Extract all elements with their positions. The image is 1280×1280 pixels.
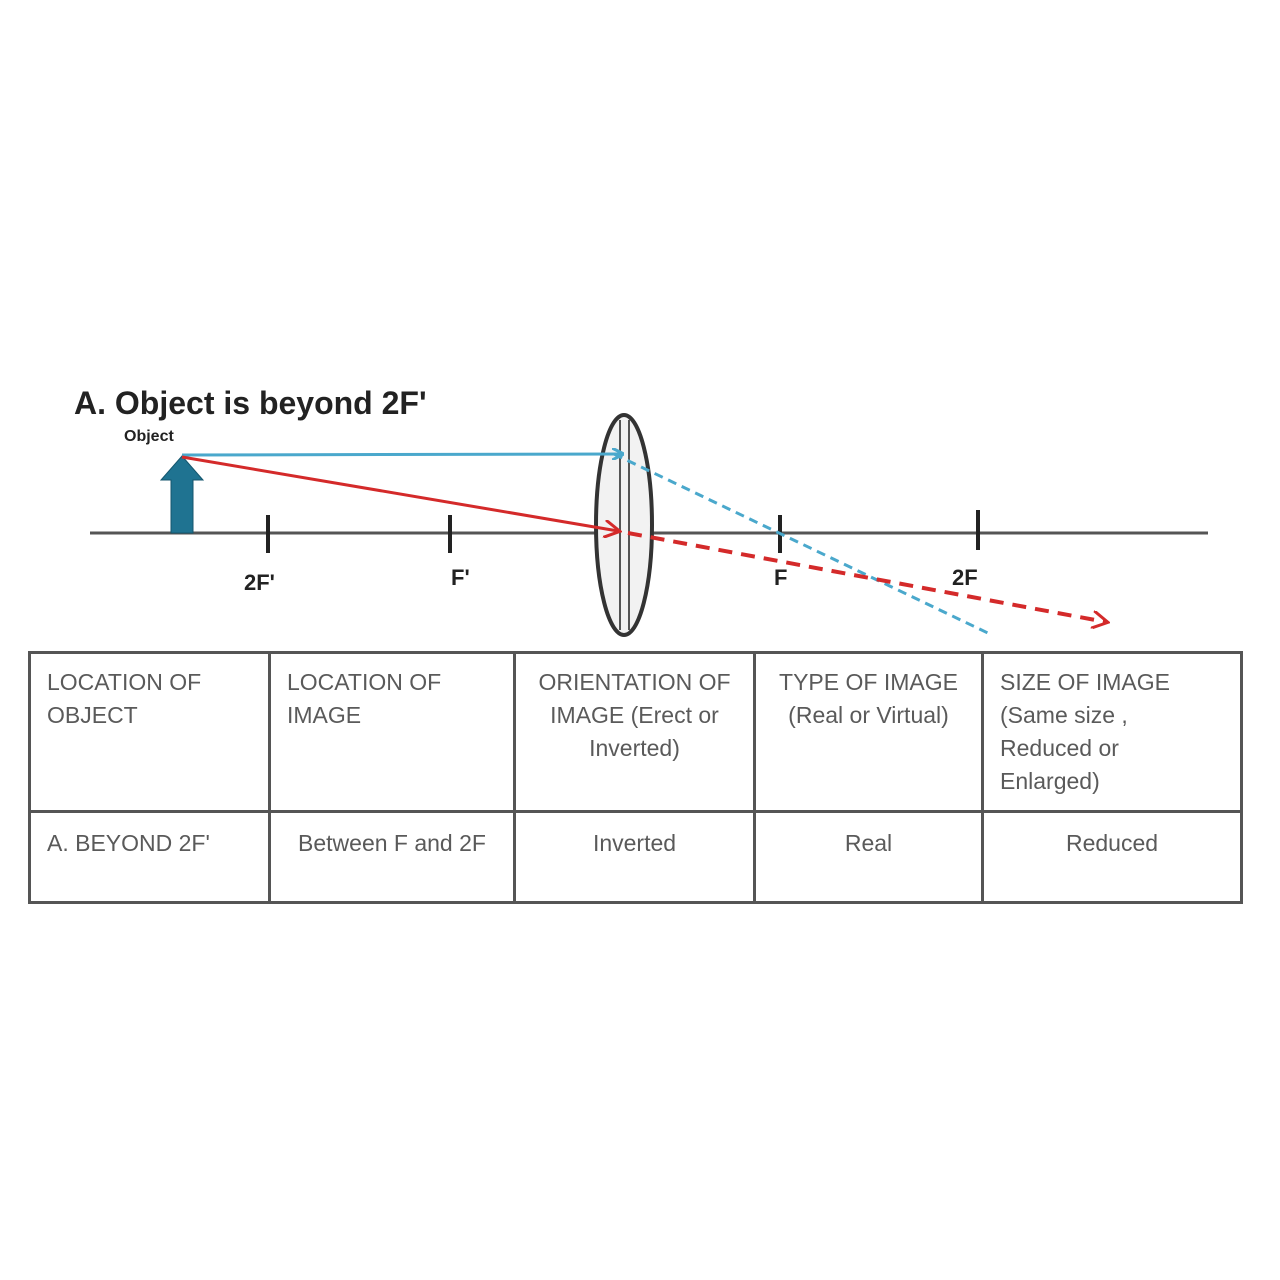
central-ray-incident [181,455,618,531]
convex-lens [594,413,654,637]
parallel-ray-refracted [613,452,993,637]
cell-orientation-of-image: Inverted [513,810,756,904]
cell-size-of-image: Reduced [981,810,1243,904]
central-ray-continued [627,531,1106,622]
header-location-of-image: LOCATION OF IMAGE [268,651,516,813]
table-header-row: LOCATION OF OBJECT LOCATION OF IMAGE ORI… [28,651,1243,813]
object-label: Object [124,428,174,445]
ray-diagram: A. Object is beyond 2F' Object 2F' F' F … [74,385,1208,637]
diagram-title: A. Object is beyond 2F' [74,385,427,421]
tick-label-2f: 2F [952,565,978,590]
tick-label-f: F [774,565,787,590]
cell-location-of-image: Between F and 2F [268,810,516,904]
cell-location-of-object: A. BEYOND 2F' [28,810,271,904]
table-row: A. BEYOND 2F' Between F and 2F Inverted … [28,810,1243,904]
cell-type-of-image: Real [753,810,984,904]
tick-label-2f-prime: 2F' [244,570,275,595]
header-orientation-of-image: ORIENTATION OF IMAGE (Erect or Inverted) [513,651,756,813]
object-arrow [159,455,205,534]
parallel-ray-incident [181,454,622,455]
header-location-of-object: LOCATION OF OBJECT [28,651,271,813]
tick-label-f-prime: F' [451,565,470,590]
header-type-of-image: TYPE OF IMAGE (Real or Virtual) [753,651,984,813]
image-properties-table: LOCATION OF OBJECT LOCATION OF IMAGE ORI… [28,651,1243,904]
header-size-of-image: SIZE OF IMAGE (Same size , Reduced or En… [981,651,1243,813]
